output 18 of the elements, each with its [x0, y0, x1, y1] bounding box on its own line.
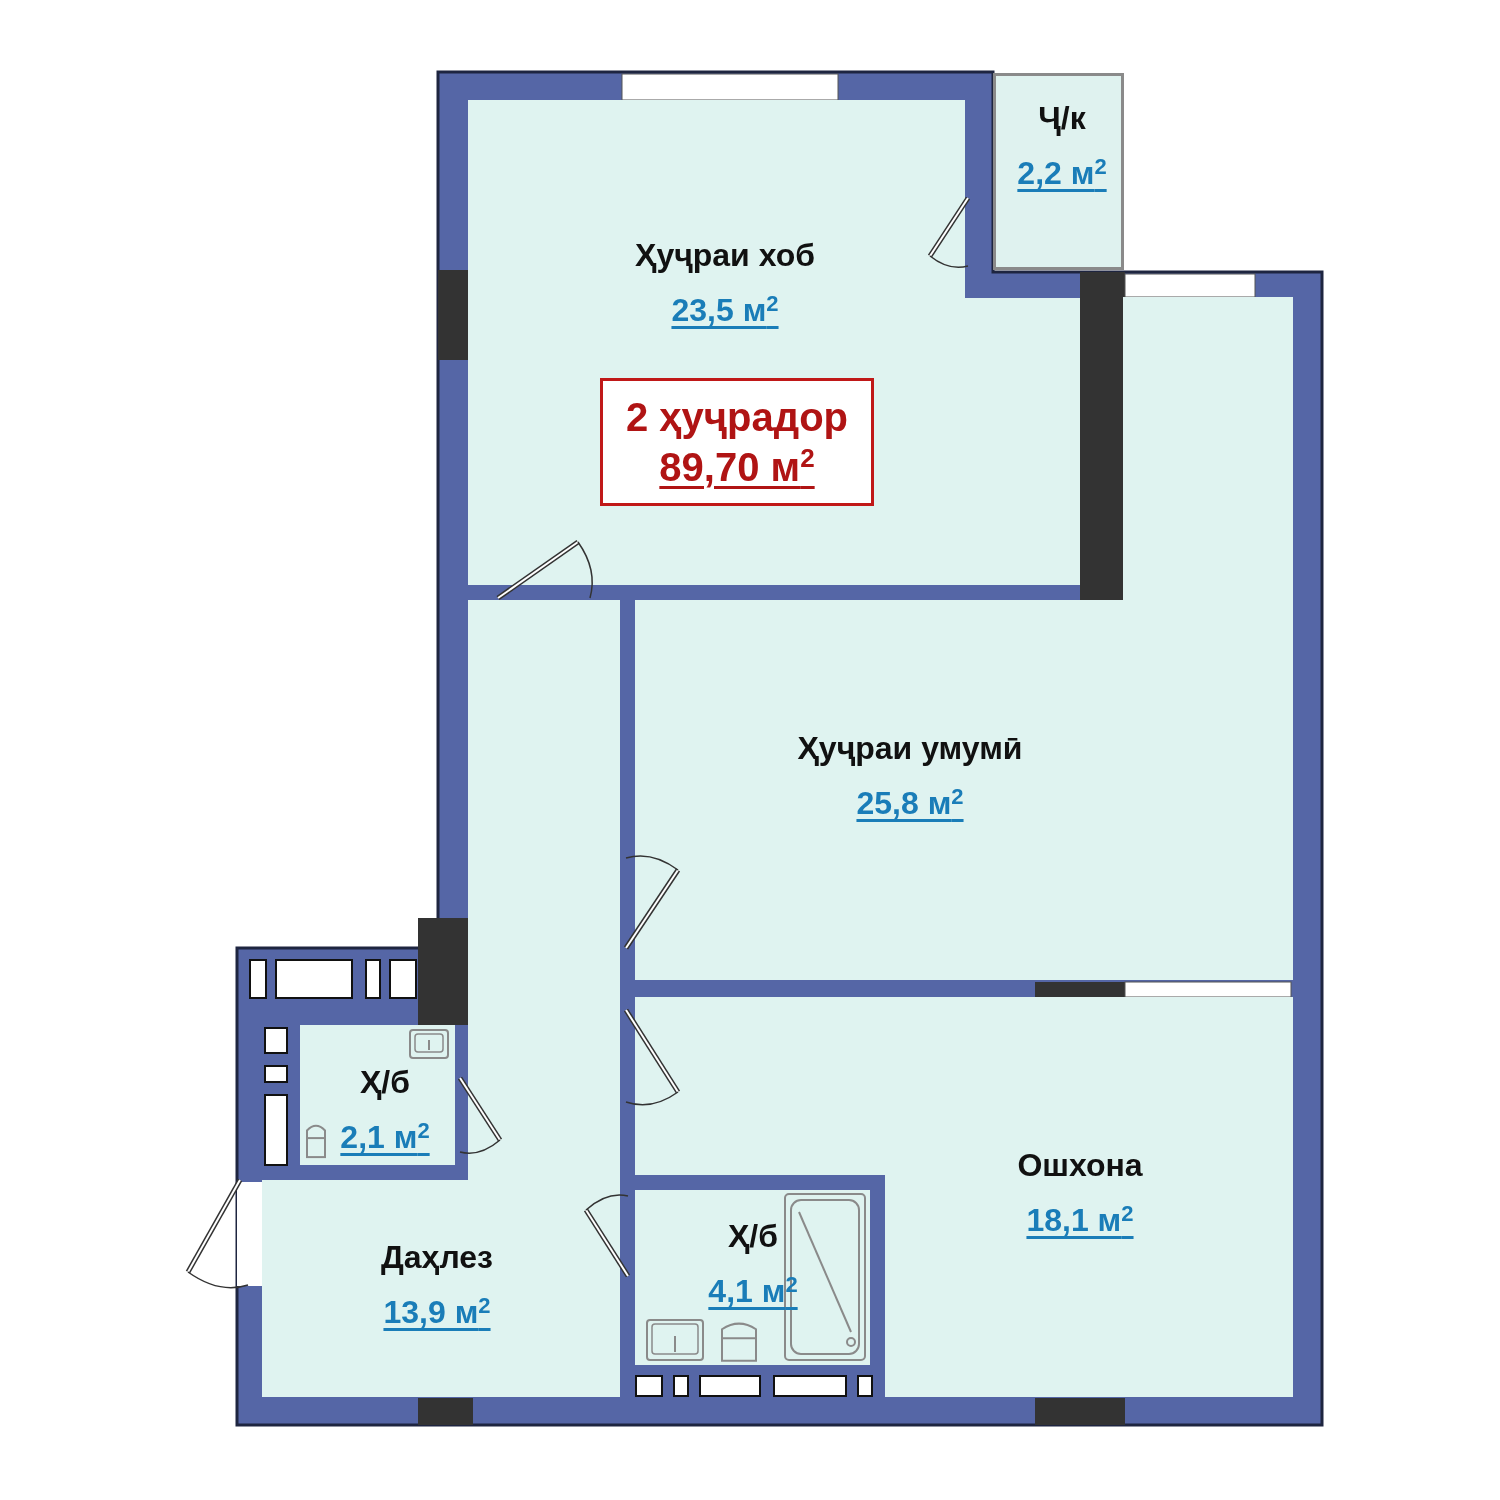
room-area: 2,1 м$^{2}$: [340, 1119, 430, 1156]
room-name: Ҷ/к: [1038, 100, 1086, 137]
room-area: 23,5 м$^{2}$: [671, 292, 779, 329]
room-area: 18,1 м$^{2}$: [1026, 1202, 1134, 1239]
room-area: 13,9 м$^{2}$: [383, 1294, 491, 1331]
room-area: 2,2 м$^{2}$: [1017, 155, 1107, 192]
apartment-summary-box: [600, 378, 874, 506]
room-name: Даҳлез: [381, 1239, 493, 1276]
room-area: 4,1 м$^{2}$: [708, 1273, 798, 1310]
total-area: 89,70 м$^{2}$: [659, 444, 815, 490]
shaft-area: [993, 73, 1124, 270]
apartment-type: 2 ҳуҷрадор: [626, 394, 848, 440]
room-name: Ҳ/б: [360, 1064, 410, 1101]
room-name: Ҳ/б: [728, 1218, 778, 1255]
room-area: 25,8 м$^{2}$: [856, 785, 964, 822]
room-name: Ҳуҷраи умумӣ: [797, 730, 1023, 767]
room-name: Ошхона: [1017, 1147, 1143, 1184]
room-name: Ҳуҷраи хоб: [635, 237, 815, 274]
